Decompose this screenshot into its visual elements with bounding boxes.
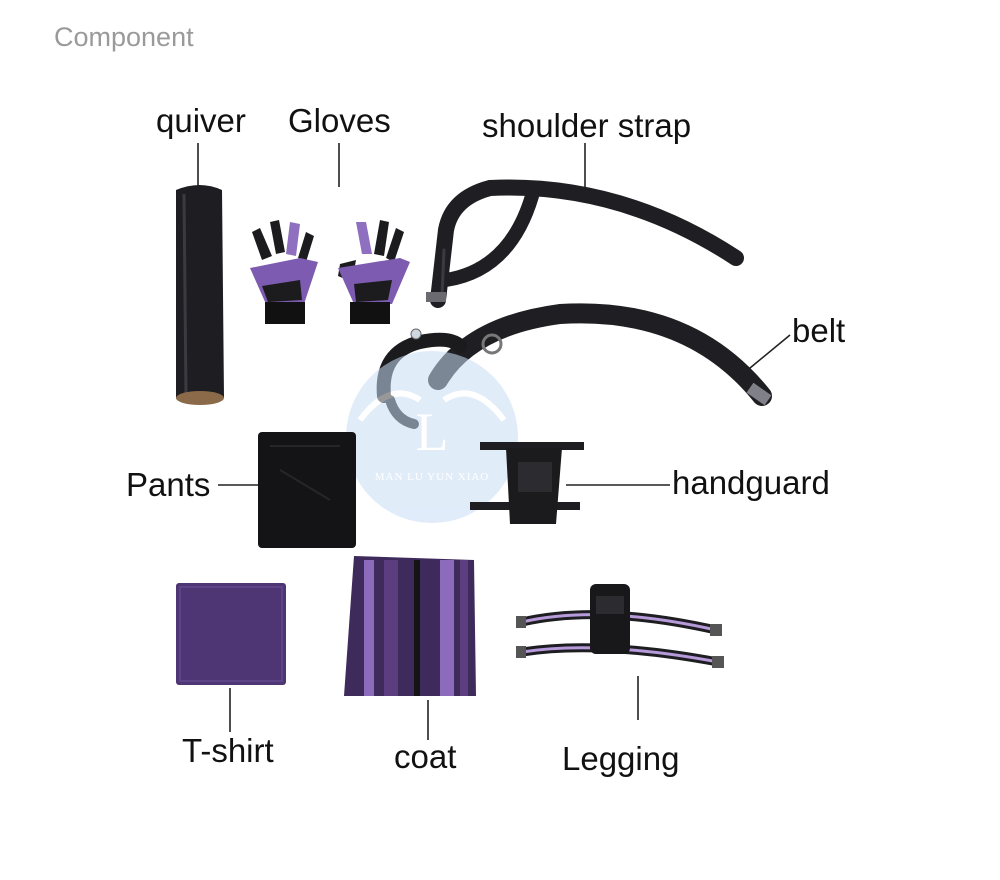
watermark: L MAN LU YUN XIAO [346,351,518,523]
handguard-item [470,442,584,524]
tshirt-item [176,583,286,685]
legging-item [516,584,724,668]
leader-lines [197,143,791,740]
label-tshirt: T-shirt [182,732,274,769]
coat-item [344,556,476,696]
left-glove [250,220,318,324]
label-shoulder-strap: shoulder strap [482,107,692,144]
label-belt: belt [792,312,846,349]
label-pants: Pants [126,466,211,503]
label-quiver: quiver [156,102,246,139]
belt-leader [749,334,791,369]
watermark-monogram: L [416,402,449,462]
watermark-brand: MAN LU YUN XIAO [375,471,490,483]
label-gloves: Gloves [288,102,391,139]
shoulder-strap-item [426,179,744,308]
page-heading: Component [54,22,194,52]
pants-item [258,432,356,548]
label-handguard: handguard [672,464,830,501]
label-legging: Legging [562,740,680,777]
quiver-item [176,185,224,405]
right-glove [338,220,410,324]
label-coat: coat [394,738,457,775]
gloves-item [250,220,410,324]
